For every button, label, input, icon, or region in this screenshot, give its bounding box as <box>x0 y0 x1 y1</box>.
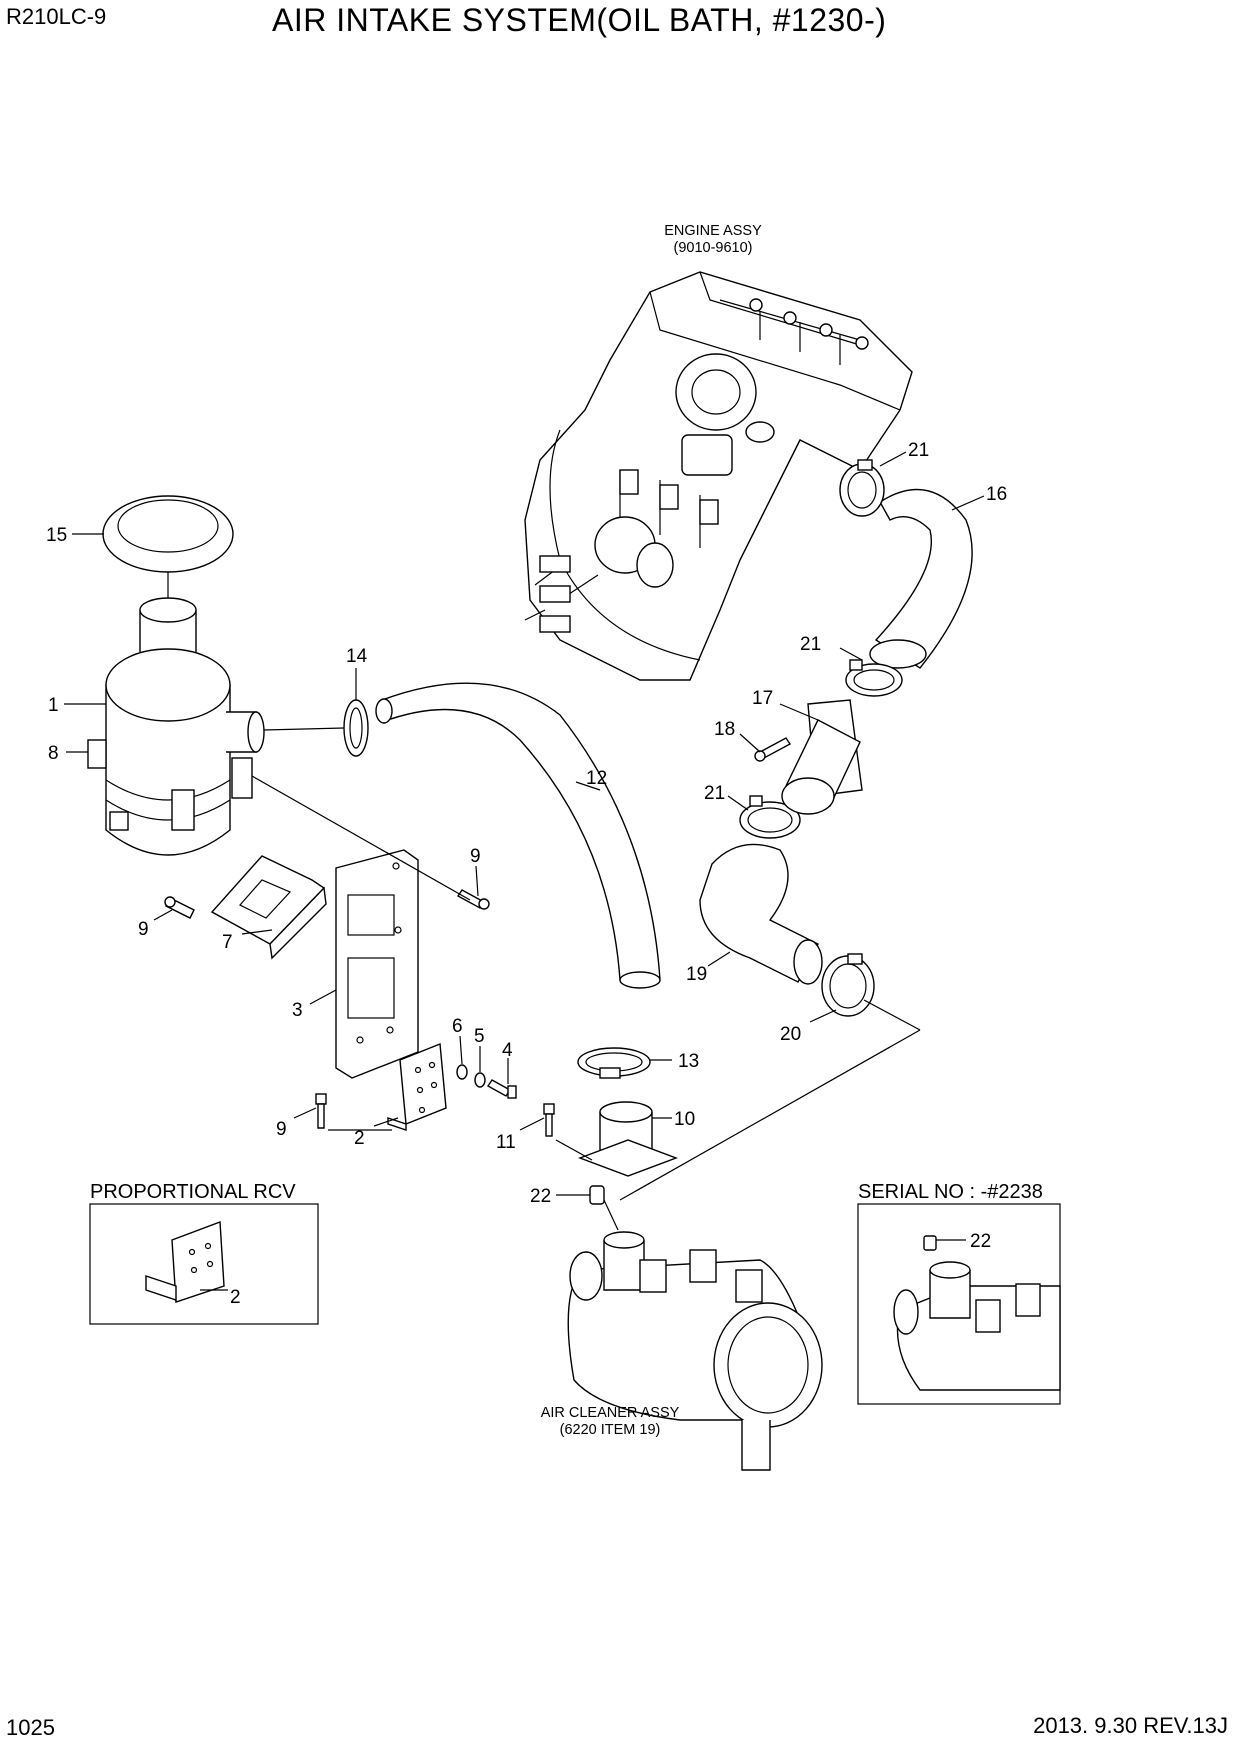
callout-5: 5 <box>474 1026 485 1047</box>
bolt-part-18 <box>754 737 792 762</box>
revision-date: 2013. 9.30 REV.13J <box>1033 1713 1228 1738</box>
callout-2-inset: 2 <box>230 1287 241 1308</box>
callout-13: 13 <box>678 1051 699 1072</box>
oil-bath-air-cleaner <box>87 495 265 856</box>
hose-part-12 <box>375 682 661 989</box>
engine-assy-label: ENGINE ASSY <box>664 223 762 239</box>
air-cleaner-assembly <box>567 1231 823 1471</box>
engine-assy-code: (9010-9610) <box>674 240 753 256</box>
callout-20: 20 <box>780 1024 801 1045</box>
callout-4: 4 <box>502 1040 513 1061</box>
callout-22: 22 <box>530 1186 551 1207</box>
bolt-part-4 <box>486 1079 517 1099</box>
callout-14: 14 <box>346 646 368 667</box>
clamp-part-21-a <box>839 459 885 517</box>
bolt-part-11 <box>543 1103 555 1137</box>
bolt-part-9-a <box>164 896 195 919</box>
callout-22-inset: 22 <box>970 1231 991 1252</box>
bolt-part-9-b <box>456 889 490 910</box>
callout-1: 1 <box>48 695 59 716</box>
callout-6: 6 <box>452 1016 463 1037</box>
air-cleaner-assy-label: AIR CLEANER ASSY <box>541 1405 680 1421</box>
callout-18: 18 <box>714 719 735 740</box>
callouts: 15 1 8 14 12 9 9 7 3 6 5 4 9 <box>46 440 1007 1308</box>
callout-9-bottom: 9 <box>276 1119 287 1140</box>
gasket-part-14 <box>343 699 369 757</box>
inset-sensor-part-22 <box>923 1235 937 1251</box>
proportional-rcv-title: PROPORTIONAL RCV <box>90 1181 296 1203</box>
cap-part-15 <box>102 495 234 573</box>
washer-part-6 <box>456 1064 468 1080</box>
callout-21-top: 21 <box>908 440 929 461</box>
air-cleaner-assy-code: (6220 ITEM 19) <box>560 1422 661 1438</box>
page-title: AIR INTAKE SYSTEM(OIL BATH, #1230-) <box>272 2 887 38</box>
bracket-part-2 <box>387 1043 447 1131</box>
callout-10: 10 <box>674 1109 695 1130</box>
callout-9-right: 9 <box>470 846 481 867</box>
callout-12: 12 <box>586 768 607 789</box>
callout-21-mid: 21 <box>800 634 821 655</box>
callout-8: 8 <box>48 743 59 764</box>
plate-part-3 <box>335 849 419 1079</box>
adapter-part-10 <box>578 1101 678 1177</box>
clamp-part-13 <box>577 1047 651 1079</box>
washer-part-5 <box>474 1072 486 1088</box>
clamp-part-20 <box>821 953 875 1017</box>
page-number: 1025 <box>6 1715 55 1740</box>
elbow-part-17 <box>781 699 863 815</box>
callout-2: 2 <box>354 1128 365 1149</box>
sensor-part-22 <box>589 1185 619 1231</box>
clamp-part-21-b <box>845 659 903 697</box>
clamp-part-21-c <box>739 795 801 839</box>
model-code: R210LC-9 <box>6 4 107 29</box>
bracket-part-8 <box>87 739 107 769</box>
callout-16: 16 <box>986 484 1007 505</box>
hose-part-16 <box>869 488 973 669</box>
hose-part-19 <box>699 843 823 985</box>
callout-9-left: 9 <box>138 919 149 940</box>
callout-15: 15 <box>46 525 67 546</box>
callout-17: 17 <box>752 688 773 709</box>
inset-air-cleaner <box>893 1235 1061 1391</box>
engine-assembly <box>524 271 913 681</box>
inset-bracket-part-2 <box>145 1221 225 1303</box>
callout-7: 7 <box>222 932 233 953</box>
callout-21-low: 21 <box>704 783 725 804</box>
proportional-rcv-inset <box>89 1203 319 1325</box>
bracket-part-7 <box>210 855 327 960</box>
bolt-part-9-c <box>315 1093 327 1129</box>
callout-19: 19 <box>686 964 707 985</box>
callout-3: 3 <box>292 1000 303 1021</box>
serial-no-title: SERIAL NO : -#2238 <box>858 1181 1043 1203</box>
callout-11: 11 <box>496 1132 516 1153</box>
